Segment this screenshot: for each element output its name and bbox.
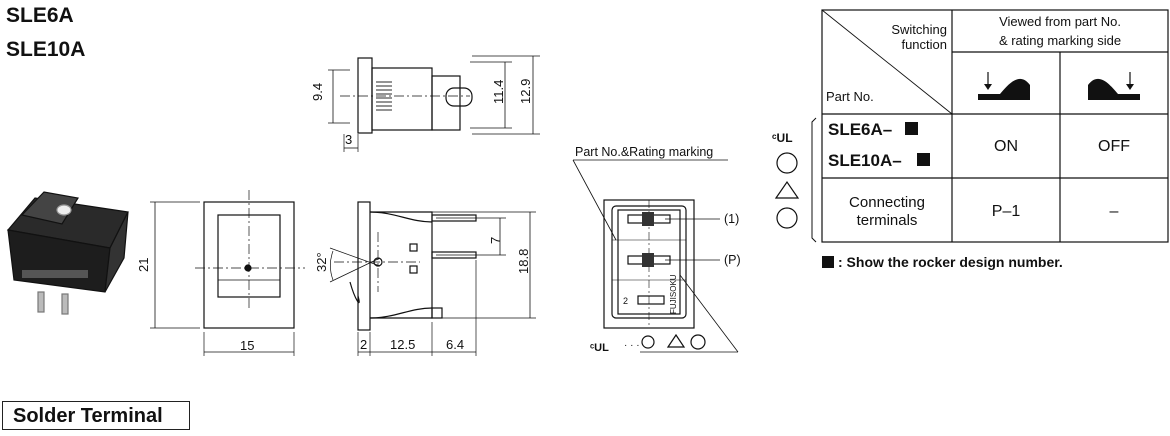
dim-front-width: 15 <box>240 338 254 353</box>
dim-side-height: 18.8 <box>516 249 531 274</box>
table-header-partno: Part No. <box>826 89 874 104</box>
spec-table <box>821 9 1169 243</box>
dim-side-flange: 2 <box>360 337 367 352</box>
marking-view-drawing <box>572 159 739 353</box>
dim-top-inner: 11.4 <box>491 80 506 104</box>
row2-label-1: Connecting <box>849 194 925 211</box>
title-sle6a: SLE6A <box>6 4 74 27</box>
top-view-drawing <box>328 55 540 152</box>
cert-marks-column: ᶜUL <box>772 117 817 243</box>
dim-side-terminal: 6.4 <box>446 337 464 352</box>
side-view-drawing <box>329 201 536 356</box>
design-number-square-2 <box>917 153 930 166</box>
row2-p1: P–1 <box>992 203 1021 220</box>
front-view-drawing <box>150 190 305 356</box>
dim-top-flange: 9.4 <box>310 83 325 101</box>
marking-label: Part No.&Rating marking <box>575 145 713 159</box>
title-sle10a: SLE10A <box>6 38 86 61</box>
solder-terminal-label: Solder Terminal <box>2 401 190 430</box>
dim-front-height: 21 <box>136 258 151 272</box>
s-mark-small <box>690 334 706 350</box>
row2-label-2: terminals <box>857 212 918 229</box>
csa-mark-icon <box>776 152 798 174</box>
row1-part-1: SLE6A– <box>828 120 892 139</box>
ul-mark-icon: ᶜUL <box>772 131 793 145</box>
table-header-view-2: & rating marking side <box>999 33 1121 48</box>
dim-side-body: 12.5 <box>390 337 415 352</box>
cert-marks-bottom: ᶜUL <box>590 333 706 354</box>
cert-separator-dots: · · · <box>624 340 640 351</box>
dim-top-outer: 12.9 <box>518 79 533 104</box>
table-header-view-1: Viewed from part No. <box>999 14 1121 29</box>
pse-mark-icon <box>774 180 800 199</box>
row1-off: OFF <box>1098 138 1130 155</box>
rocker-off-icon <box>1088 72 1140 100</box>
pse-mark-small <box>666 333 686 348</box>
dim-side-pin-spacing: 7 <box>488 237 503 244</box>
s-mark-icon <box>776 207 798 229</box>
design-number-square-1 <box>905 122 918 135</box>
square-symbol <box>822 256 834 268</box>
brand-vertical-text: FUJISOKU <box>669 274 678 314</box>
table-header-func-2: function <box>901 37 947 52</box>
rocker-design-note: : Show the rocker design number. <box>822 254 1063 270</box>
row1-on: ON <box>994 138 1018 155</box>
pin-p-label: (P) <box>724 253 741 267</box>
rocker-on-icon <box>978 72 1030 100</box>
pin-digit-label: 2 <box>623 296 628 306</box>
row1-part-2: SLE10A– <box>828 151 902 170</box>
dim-top-thickness: 3 <box>345 132 352 147</box>
table-header-func-1: Switching <box>891 22 947 37</box>
dim-side-angle: 32° <box>314 252 329 272</box>
csa-mark-small <box>641 335 655 349</box>
product-photo <box>6 191 129 315</box>
ul-mark-small: ᶜUL <box>590 342 609 354</box>
row2-dash: – <box>1110 203 1119 220</box>
pin-1-label: (1) <box>724 212 739 226</box>
note-text: : Show the rocker design number. <box>838 254 1063 270</box>
